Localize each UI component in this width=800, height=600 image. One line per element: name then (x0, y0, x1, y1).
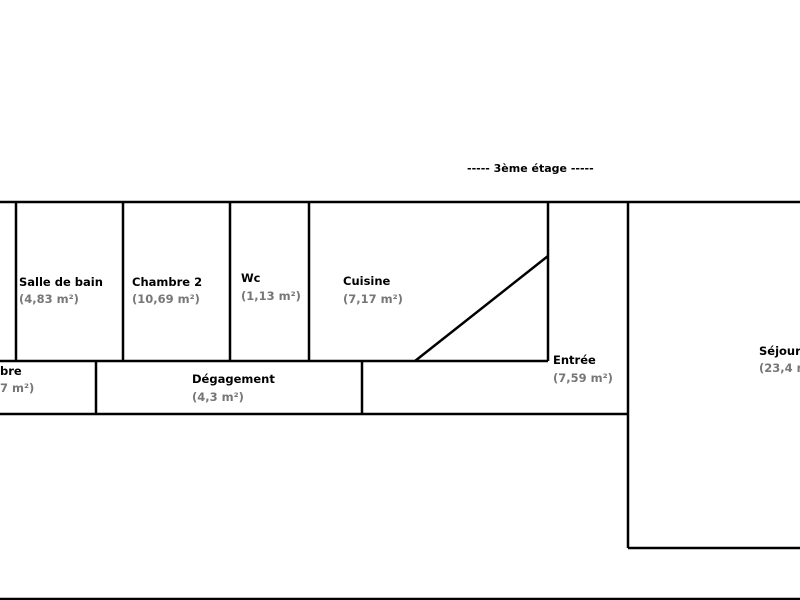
room-label: Chambre 2 (132, 275, 203, 289)
room-area: (1,13 m²) (241, 289, 301, 303)
room-area: 7 m²) (0, 381, 35, 395)
stair-diagonal (414, 255, 549, 362)
room-area: (7,17 m²) (343, 292, 403, 306)
room-area: (10,69 m²) (132, 292, 200, 306)
room-label: Wc (241, 271, 261, 285)
room-area: (23,4 m (759, 361, 800, 375)
room-label: Dégagement (192, 372, 275, 386)
floor-title: ----- 3ème étage ----- (467, 162, 594, 175)
room-label: Cuisine (343, 274, 391, 288)
room-label: Séjour (759, 344, 800, 358)
room-area: (4,83 m²) (19, 292, 79, 306)
walls (0, 200, 800, 600)
room-label: Salle de bain (19, 275, 103, 289)
room-label: Entrée (553, 353, 596, 367)
room-area: (4,3 m²) (192, 390, 244, 404)
room-label: bre (0, 364, 22, 378)
room-area: (7,59 m²) (553, 371, 613, 385)
